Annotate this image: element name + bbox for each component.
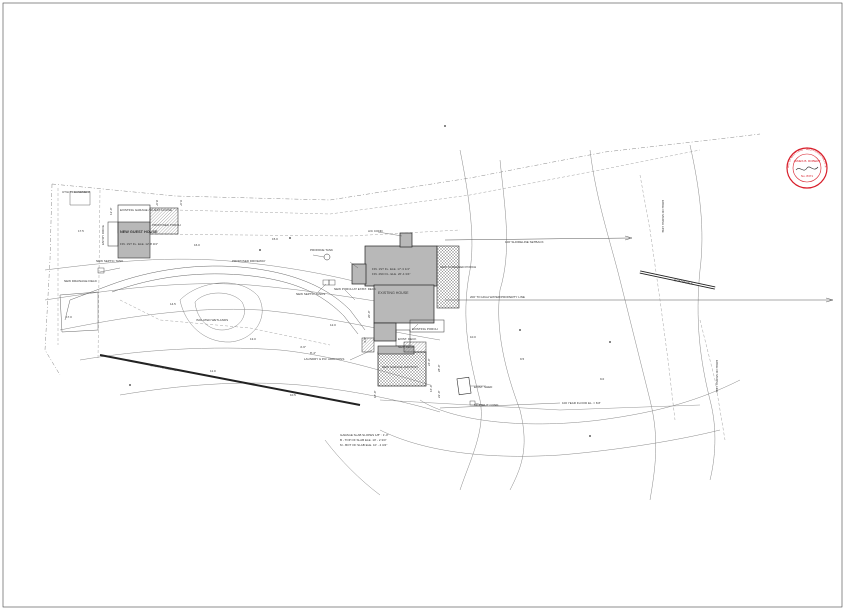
proposed-driveway xyxy=(64,265,366,335)
label-edge-of-marsh-1: EDGE OF MARSH LINE xyxy=(661,200,665,233)
label-entry-drive: ENTRY DRIVE xyxy=(101,225,105,245)
label-edge-of-marsh-2: EDGE OF MARSH LINE xyxy=(715,360,719,393)
spot-elevation: 14.5 xyxy=(170,302,176,306)
label-proposed-porch: PROPOSED PORCH xyxy=(152,223,181,227)
spot-elevation: 10.5 xyxy=(290,393,296,397)
label-exist-shed: EXIST. SHED xyxy=(474,385,493,389)
label-new-septic-tank-left: NEW SEPTIC TANK xyxy=(96,259,123,263)
architect-seal: STATE OF MARYLAND · REGISTERED ARCHITECT… xyxy=(0,0,828,189)
label-new-deck: NEW DECK xyxy=(398,345,414,349)
dim-8: 16'-0" xyxy=(429,384,433,392)
label-garage-note-1: GARAGE SLAB SLOPES 1/8" : 1'-0" xyxy=(340,433,389,437)
label-new-porch-exist-deck: NEW PORCH AT EXIST. DECK xyxy=(334,287,376,291)
dim-9: 22'-0" xyxy=(437,390,441,398)
dim-2: 6'-0" xyxy=(179,200,183,206)
boardwalk xyxy=(639,270,716,290)
spot-elevation: 13.0 xyxy=(250,337,256,341)
spot-elevation: 17.0 xyxy=(66,315,72,319)
spot-elevation: 10.0 xyxy=(470,335,476,339)
label-high-water-line: 200' TO HIGH WATER/PROPERTY LINE xyxy=(470,295,525,299)
label-new-garage-addition: NEW GARAGE ADDITION xyxy=(382,365,418,369)
label-shoreline-setback: 100' SHORELINE SETBACK xyxy=(505,240,544,244)
dim-5: 4'-0" xyxy=(363,337,367,343)
label-isolated-wetlands: ISOLATED WETLANDS xyxy=(196,318,228,322)
label-house-elev-1: FIN. 1ST FL. ELE. 17'-3 1/4" xyxy=(372,267,410,271)
label-garage-note-3: M - BOT OF SLAB ELE. 10' - 4 3/4" xyxy=(340,443,387,447)
setback-lines xyxy=(379,174,834,441)
dim-10: 18'-0" xyxy=(373,390,377,398)
dim-12: 8'-4" xyxy=(310,351,316,355)
guest-house xyxy=(107,204,179,259)
exist-shed xyxy=(456,376,472,396)
label-new-septic-tanks: NEW SEPTIC TANKS xyxy=(296,292,325,296)
label-existing-house: EXISTING HOUSE xyxy=(378,291,409,295)
label-garage-note-2: B - TOP OF SLAB ELE. 10' - 2 3/4" xyxy=(340,438,387,442)
property-lines xyxy=(44,133,761,376)
existing-house xyxy=(351,232,460,387)
fenceline xyxy=(99,354,361,406)
label-flood-elevation: 100 YEAR FLOOD EL. = 8.8' xyxy=(562,401,601,405)
spot-elevation: 12.0 xyxy=(330,323,336,327)
label-laundry-addition: LAUNDRY & P.R. ADDITIONS xyxy=(304,357,344,361)
spot-elevations: 17.5 17.0 16.0 15.0 14.5 13.0 12.0 11.0 … xyxy=(66,229,605,397)
label-exist-deck: EXIST. DECK xyxy=(398,337,416,341)
label-propane-tank: PROPANE TANK xyxy=(310,248,333,252)
seal-name: JAMES B. ROBERT xyxy=(794,159,821,163)
label-exist-fenceline: EXIST. FENCELINE xyxy=(150,363,177,372)
label-minisplit-cond: MINISPLIT COND. xyxy=(474,403,499,407)
dim-11: 4'-6" xyxy=(300,345,306,349)
site-objects xyxy=(59,253,476,406)
label-proposed-driveway: PROPOSED DRIVEWAY xyxy=(232,259,266,263)
label-new-guest-house: NEW GUEST HOUSE xyxy=(120,230,158,234)
dim-1: 9'-0" xyxy=(155,200,159,206)
seal-ring-text: STATE OF MARYLAND · REGISTERED ARCHITECT xyxy=(0,0,828,168)
label-new-screened-porch: NEW SCREENED PORCH xyxy=(440,265,476,269)
dim-4: 20'-0" xyxy=(367,310,371,318)
survey-markers xyxy=(129,125,611,437)
leader-lines xyxy=(99,231,561,409)
spot-elevation: 15.0 xyxy=(272,237,278,241)
dimension-labels: 9'-0" 6'-0" 12'-0" 20'-0" 4'-0" 24'-0" 2… xyxy=(109,200,441,398)
label-boardwalk: BOARDWALK xyxy=(674,278,693,286)
label-existing-porch: EXISTING PORCH xyxy=(412,327,438,331)
dim-7: 28'-0" xyxy=(437,364,441,372)
label-utility-easement: UTILITY EASEMENT xyxy=(62,190,91,194)
spot-elevation: 9.5 xyxy=(520,357,525,361)
label-existing-garage: EXISTING GARAGE / GUEST HOUSE xyxy=(120,208,172,212)
spot-elevation: 16.0 xyxy=(194,243,200,247)
dim-3: 12'-0" xyxy=(109,207,113,215)
spot-elevation: 17.5 xyxy=(78,229,84,233)
plan-labels: EXISTING GARAGE / GUEST HOUSE PROPOSED P… xyxy=(62,190,719,447)
spot-elevation: 11.0 xyxy=(210,369,216,373)
spot-elevation: 9.0 xyxy=(600,377,605,381)
label-guest-house-elev: FIN. 1ST FL. ELE. 12'-8 3/4" xyxy=(120,242,158,246)
seal-number: No. 8371 xyxy=(801,174,814,178)
label-new-drainage-field: NEW DRAINAGE FIELD xyxy=(64,279,98,283)
dim-6: 24'-0" xyxy=(427,358,431,366)
new-guest-house-block xyxy=(117,221,151,259)
label-ac-cond: A/C COND xyxy=(368,229,384,233)
label-house-elev-2: FIN. 2ND FL. ELE. 26'-4 3/4" xyxy=(372,272,411,276)
